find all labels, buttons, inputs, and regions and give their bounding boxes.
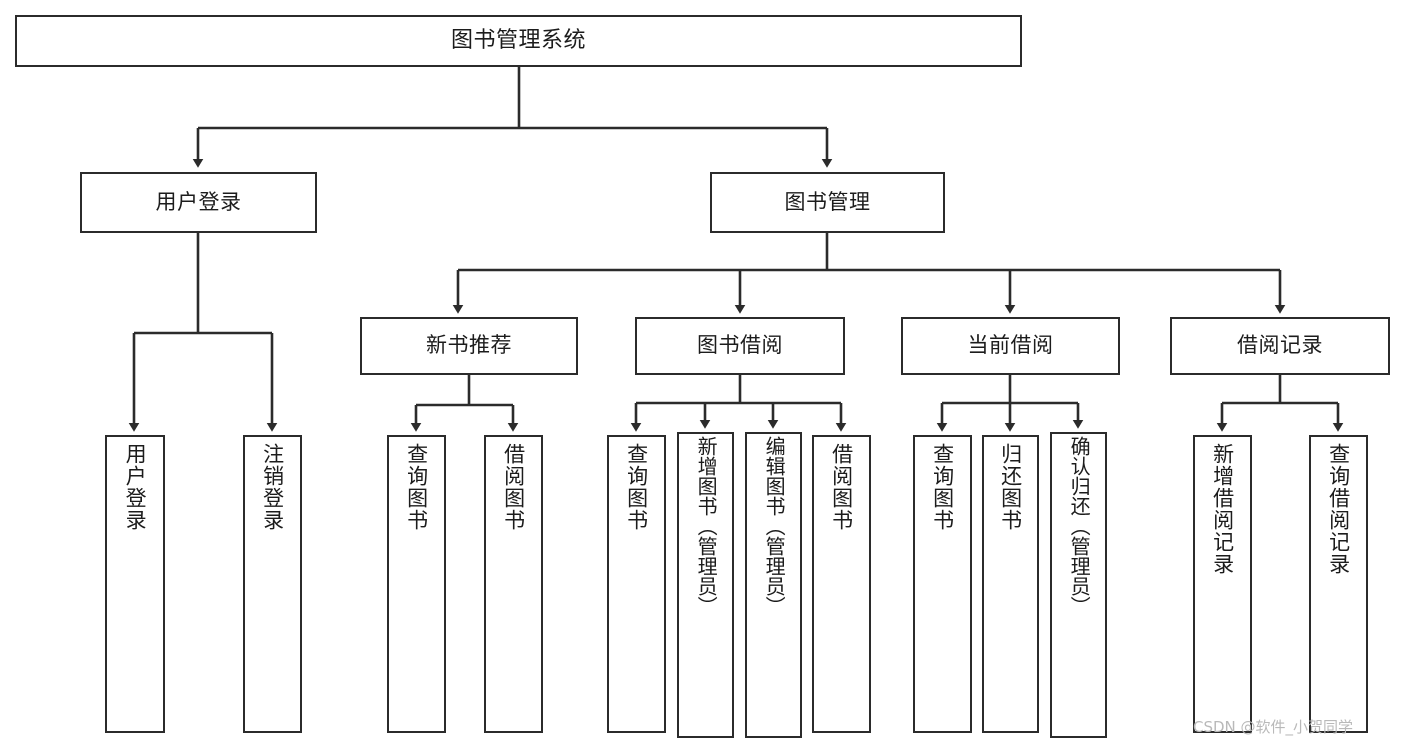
leaf-borrow-book-borrow[interactable]: 借阅图书 — [812, 435, 871, 733]
node-label: 确认归还（管理员） — [1067, 436, 1092, 616]
leaf-query-book-borrow[interactable]: 查询图书 — [607, 435, 666, 733]
node-label: 新书推荐 — [426, 333, 512, 358]
node-label: 借阅图书 — [829, 443, 854, 531]
node-label: 查询图书 — [404, 443, 429, 531]
node-user-login[interactable]: 用户登录 — [80, 172, 317, 233]
node-label: 归还图书 — [998, 443, 1023, 531]
node-label: 编辑图书（管理员） — [762, 436, 787, 616]
node-new-book-recommendation[interactable]: 新书推荐 — [360, 317, 578, 375]
leaf-logout[interactable]: 注销登录 — [243, 435, 302, 733]
leaf-add-book-admin[interactable]: 新增图书（管理员） — [677, 432, 734, 738]
node-label: 用户登录 — [155, 189, 242, 214]
leaf-edit-book-admin[interactable]: 编辑图书（管理员） — [745, 432, 802, 738]
node-label: 借阅图书 — [501, 443, 526, 531]
node-label: 注销登录 — [260, 443, 285, 531]
csdn-watermark: CSDN @软件_小贺同学 — [1193, 718, 1354, 736]
leaf-user-login[interactable]: 用户登录 — [105, 435, 165, 733]
leaf-add-borrow-record[interactable]: 新增借阅记录 — [1193, 435, 1252, 733]
node-label: 图书借阅 — [697, 333, 783, 358]
node-label: 图书管理 — [784, 189, 871, 214]
leaf-query-book-recommendation[interactable]: 查询图书 — [387, 435, 446, 733]
leaf-query-book-current[interactable]: 查询图书 — [913, 435, 972, 733]
node-label: 新增借阅记录 — [1210, 443, 1235, 575]
node-label: 查询借阅记录 — [1326, 443, 1351, 575]
node-borrow-record[interactable]: 借阅记录 — [1170, 317, 1390, 375]
node-label: 新增图书（管理员） — [694, 436, 719, 616]
leaf-confirm-return-admin[interactable]: 确认归还（管理员） — [1050, 432, 1107, 738]
node-book-management[interactable]: 图书管理 — [710, 172, 945, 233]
leaf-return-book[interactable]: 归还图书 — [982, 435, 1039, 733]
node-label: 图书管理系统 — [450, 27, 586, 53]
node-root-book-management-system[interactable]: 图书管理系统 — [15, 15, 1022, 67]
node-book-borrow[interactable]: 图书借阅 — [635, 317, 845, 375]
node-current-borrow[interactable]: 当前借阅 — [901, 317, 1120, 375]
node-label: 借阅记录 — [1237, 333, 1323, 358]
node-label: 用户登录 — [123, 443, 148, 531]
node-label: 查询图书 — [624, 443, 649, 531]
leaf-borrow-book-recommendation[interactable]: 借阅图书 — [484, 435, 543, 733]
node-label: 查询图书 — [930, 443, 955, 531]
node-label: 当前借阅 — [967, 333, 1054, 358]
leaf-query-borrow-record[interactable]: 查询借阅记录 — [1309, 435, 1368, 733]
